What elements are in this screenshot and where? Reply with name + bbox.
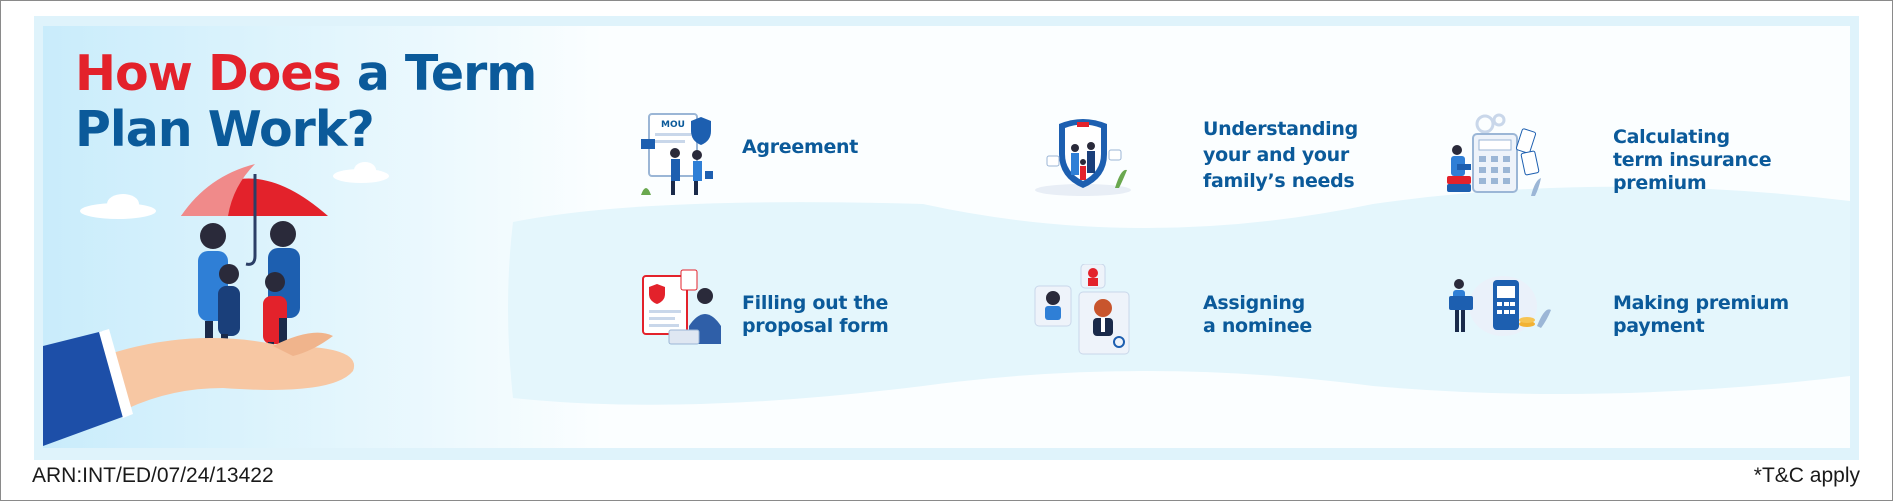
page-title: How Does a Term Plan Work? bbox=[75, 45, 537, 158]
title-blue-part: a Term bbox=[356, 45, 537, 102]
step-family-needs-label: Understanding your and your family’s nee… bbox=[1203, 118, 1358, 192]
family-umbrella-illustration bbox=[43, 162, 389, 446]
family-needs-icon bbox=[1035, 119, 1131, 196]
nominee-icon bbox=[1034, 264, 1130, 355]
agreement-icon: MOU bbox=[641, 113, 713, 195]
step-nominee: Assigning a nominee bbox=[1033, 264, 1333, 364]
svg-text:MOU: MOU bbox=[661, 120, 685, 130]
step-proposal-form: Filling out the proposal form bbox=[639, 266, 939, 356]
title-red-part: How Does bbox=[75, 45, 342, 102]
terms-note: *T&C apply bbox=[1753, 464, 1860, 487]
cloud-icon bbox=[80, 162, 389, 219]
step-premium-payment-label: Making premium payment bbox=[1613, 292, 1789, 337]
step-family-needs: Understanding your and your family’s nee… bbox=[1033, 116, 1363, 206]
step-proposal-form-label: Filling out the proposal form bbox=[742, 292, 889, 337]
content-panel: How Does a Term Plan Work? bbox=[43, 26, 1850, 448]
step-premium-payment: Making premium payment bbox=[1443, 266, 1803, 356]
step-agreement: MOU Agreement bbox=[639, 109, 899, 199]
calculator-icon bbox=[1447, 113, 1541, 196]
arn-number: ARN:INT/ED/07/24/13422 bbox=[32, 464, 274, 487]
payment-icon bbox=[1449, 276, 1551, 336]
title-line-2: Plan Work? bbox=[75, 101, 375, 158]
wave-bands bbox=[508, 186, 1850, 405]
step-agreement-label: Agreement bbox=[742, 136, 859, 158]
step-calculating-premium: Calculating term insurance premium bbox=[1443, 112, 1803, 202]
step-nominee-label: Assigning a nominee bbox=[1203, 292, 1312, 337]
proposal-form-icon bbox=[642, 269, 721, 345]
step-calculating-premium-label: Calculating term insurance premium bbox=[1613, 126, 1772, 194]
